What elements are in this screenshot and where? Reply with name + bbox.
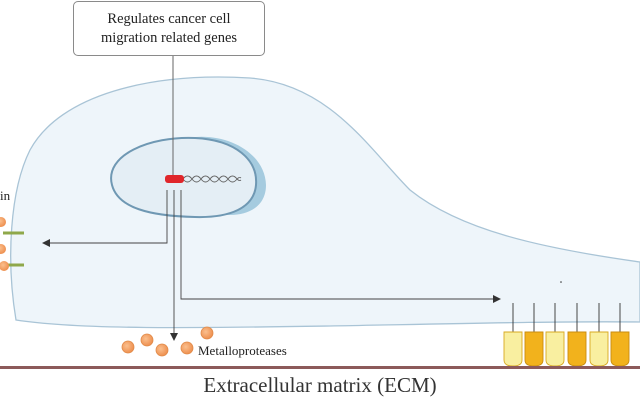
integrin-dark [567,331,587,367]
metalloprotease [155,343,169,357]
callout-line-2: migration related genes [100,29,238,46]
speck [560,281,562,283]
metalloprotease [200,326,214,340]
target-gene [165,175,184,183]
dna-helix-icon [182,175,242,183]
left-receptors [0,217,24,271]
callout-line-1: Regulates cancer cell [107,10,231,27]
ecm-line [0,366,640,369]
metalloprotease-cluster [121,326,214,357]
integrin-row [503,303,630,367]
arrow-to-integrins [180,190,501,303]
ecm-label: Extracellular matrix (ECM) [203,373,437,397]
gene-regulation-callout: Regulates cancer cell migration related … [73,1,265,56]
integrin-light [545,331,565,367]
metalloprotease [140,333,154,347]
arrow-to-receptors [42,190,168,247]
integrin-light [503,331,523,367]
protease-left-3 [0,261,9,271]
protease-left-1 [0,217,6,227]
metalloprotease [180,341,194,355]
metalloprotease [121,340,135,354]
integrin-dark [524,331,544,367]
integrin-dark [610,331,630,367]
integrin-light [589,331,609,367]
left-partial-label: in [0,188,11,203]
cell-body [10,76,640,329]
protease-left-2 [0,244,6,254]
metalloproteases-label: Metalloproteases [198,343,287,358]
